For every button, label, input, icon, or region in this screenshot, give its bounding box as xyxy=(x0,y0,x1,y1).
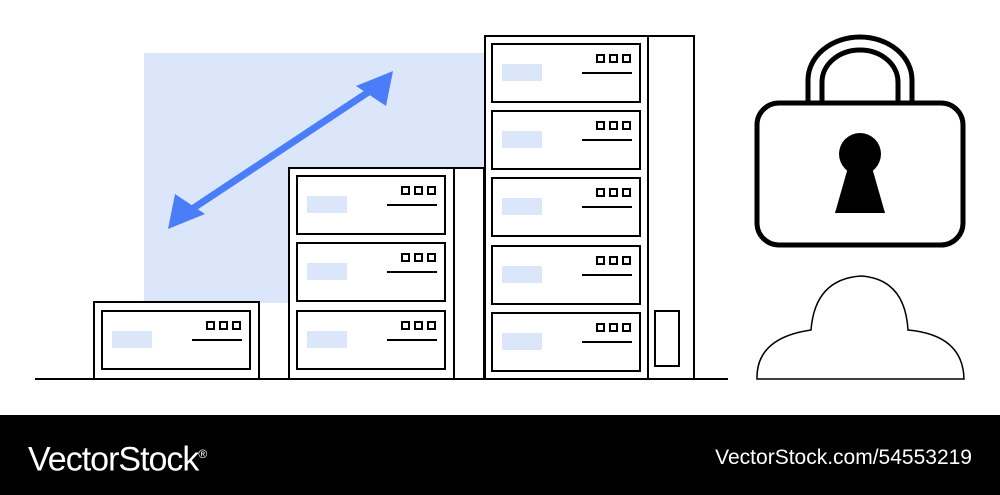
server-rack-small xyxy=(93,301,260,380)
brand-logo: VectorStock® xyxy=(28,432,207,481)
double-arrow-icon xyxy=(168,71,393,229)
server-unit xyxy=(491,110,641,170)
server-unit xyxy=(296,242,446,302)
brand-name: VectorStock xyxy=(28,440,199,479)
server-unit xyxy=(101,310,251,370)
server-unit xyxy=(296,175,446,235)
server-unit xyxy=(491,43,641,103)
server-unit xyxy=(491,177,641,237)
rack-door-handle xyxy=(654,310,680,367)
server-rack-medium xyxy=(288,167,485,380)
keyhole-icon xyxy=(835,133,885,213)
registered-mark: ® xyxy=(198,447,207,461)
server-unit xyxy=(296,310,446,370)
image-credit: VectorStock.com/54553219 xyxy=(715,446,972,469)
server-unit xyxy=(491,245,641,305)
padlock-icon xyxy=(754,34,966,248)
illustration xyxy=(35,34,966,380)
server-rack-tall xyxy=(484,35,695,380)
cloud-icon xyxy=(756,275,965,380)
footer-bar xyxy=(0,415,1000,495)
server-unit xyxy=(491,312,641,372)
